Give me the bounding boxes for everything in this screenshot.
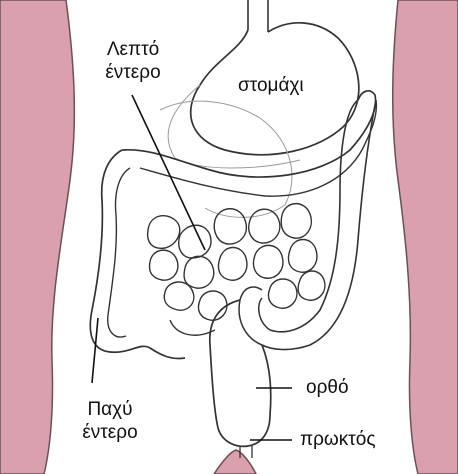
esophagus — [248, 0, 268, 32]
sigmoid-colon — [239, 287, 270, 345]
small-intestine-coils — [148, 204, 325, 336]
small-intestine-label: Λεπτό έντερο — [88, 38, 178, 84]
body-left-side — [0, 0, 74, 474]
anus-label: πρωκτός — [300, 428, 375, 451]
large-intestine-label-line2: έντερο — [68, 421, 152, 444]
small-intestine-pointer — [132, 95, 205, 250]
legs-gap — [214, 450, 256, 474]
colon-outer — [90, 91, 375, 359]
stomach-inner-curve — [168, 85, 300, 168]
body-right-side — [393, 0, 458, 474]
large-intestine-pointer — [92, 318, 98, 383]
large-intestine-label: Παχύ έντερο — [68, 398, 152, 444]
small-intestine-label-line1: Λεπτό — [88, 38, 178, 61]
large-intestine-label-line1: Παχύ — [68, 398, 152, 421]
colon-inner — [108, 100, 377, 337]
rectum-label: ορθό — [306, 376, 349, 399]
stomach-label: στομάχι — [238, 74, 304, 97]
small-intestine-label-line2: έντερο — [88, 61, 178, 84]
liver-outline — [160, 101, 292, 217]
